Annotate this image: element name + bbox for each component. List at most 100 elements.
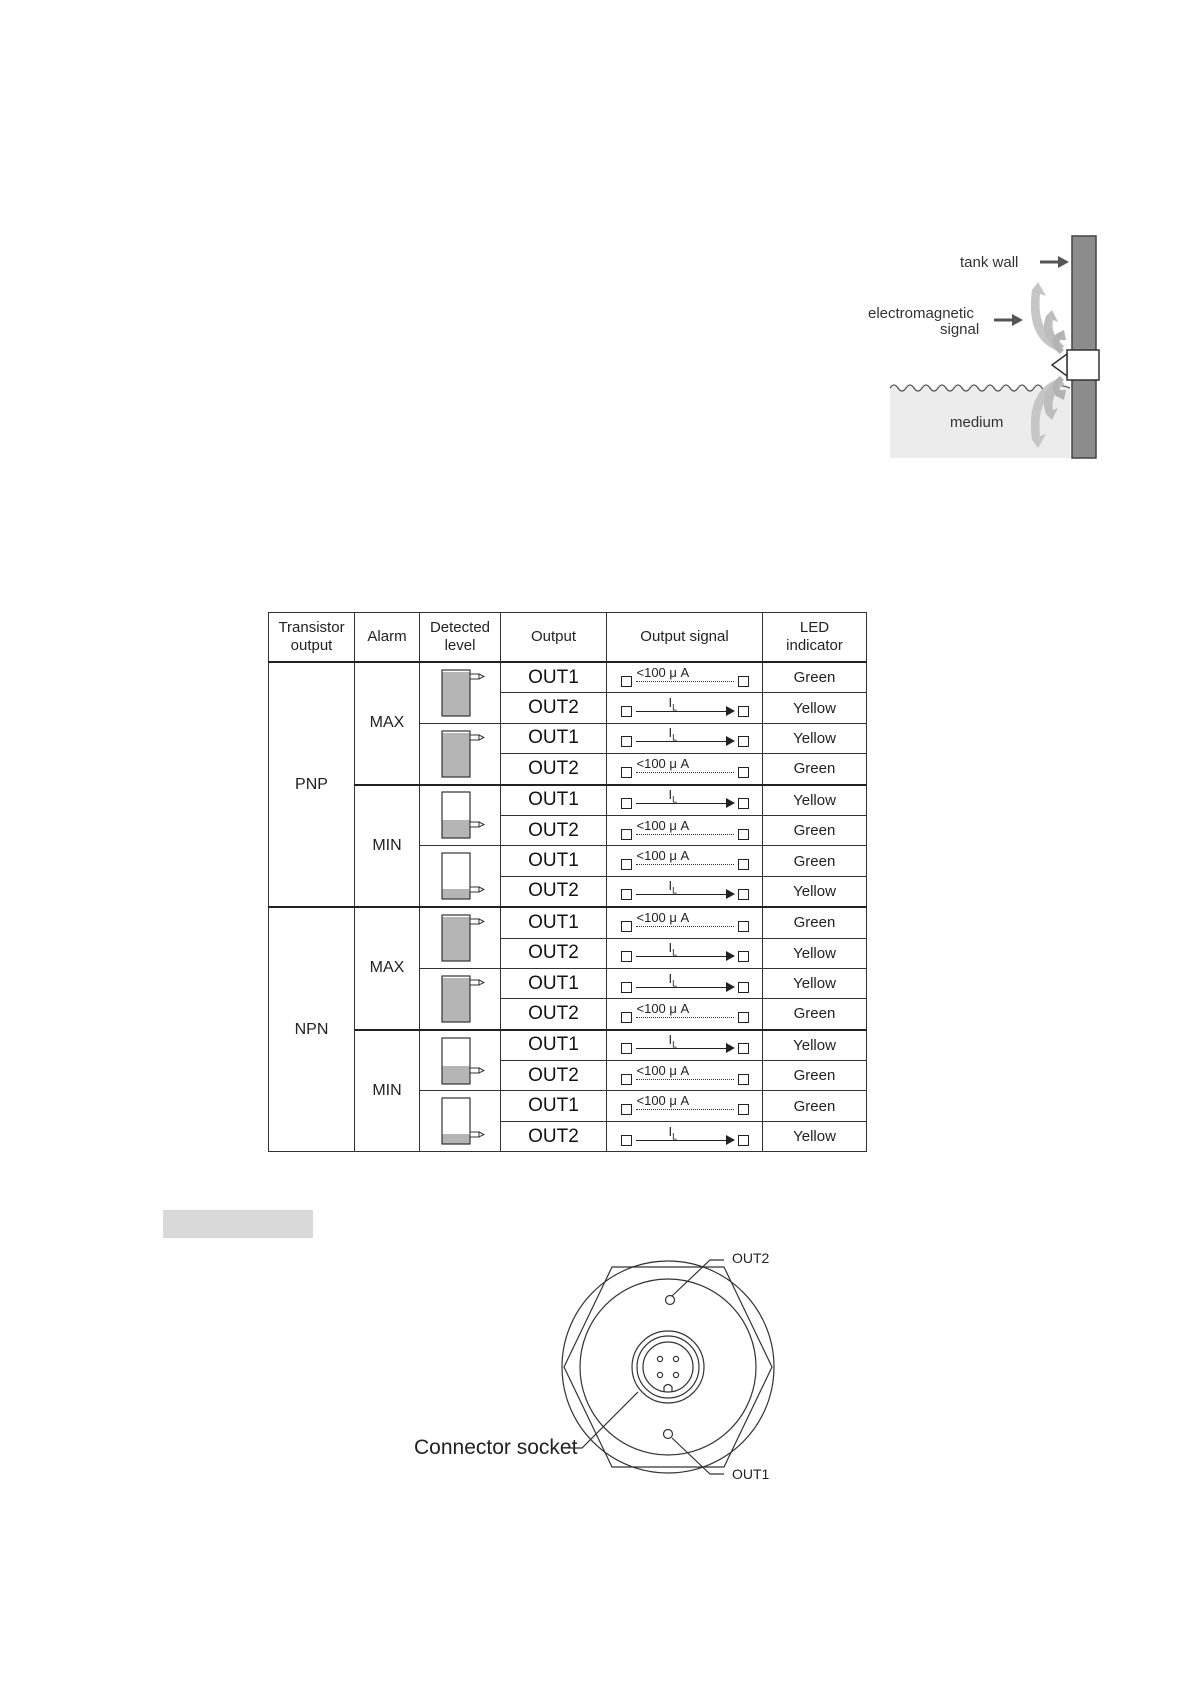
load-current-subscript: L — [672, 947, 678, 958]
dotted-line — [635, 833, 734, 835]
terminal-box — [737, 736, 749, 748]
load-current-signal: IL — [620, 695, 749, 720]
tank-wall-label: tank wall — [960, 254, 1019, 271]
output-signal-cell: <100 μ A — [606, 998, 763, 1031]
output-cell: OUT1 — [500, 1028, 607, 1062]
arrow-head-icon — [725, 798, 735, 809]
led-indicator-cell: Yellow — [762, 1028, 867, 1062]
led-indicator-cell: Yellow — [762, 783, 867, 816]
leakage-signal: <100 μ A — [620, 817, 749, 843]
load-current-symbol: I — [668, 1123, 673, 1139]
load-current-label: IL — [669, 788, 678, 807]
leakage-label: <100 μ A — [636, 755, 690, 771]
detected-level-cell — [419, 1028, 501, 1092]
leakage-signal: <100 μ A — [620, 1062, 749, 1088]
dotted-line — [635, 771, 734, 773]
leakage-label: <100 μ A — [636, 1062, 690, 1078]
led-indicator-cell: Green — [762, 661, 867, 694]
out2-label: OUT2 — [732, 1250, 770, 1266]
terminal-box — [620, 1104, 632, 1116]
current-line — [635, 803, 727, 805]
output-cell: OUT2 — [500, 875, 607, 908]
terminal-box — [620, 736, 632, 748]
terminal-box — [737, 675, 749, 687]
output-signal-cell: IL — [606, 875, 763, 908]
header-detected-line2: level — [444, 637, 476, 654]
terminal-box — [620, 1134, 632, 1146]
terminal-box — [620, 798, 632, 810]
leakage-label: <100 μ A — [636, 848, 690, 864]
terminal-box — [737, 859, 749, 871]
header-output-signal: Output signal — [606, 612, 763, 663]
level-high-icon — [441, 669, 486, 717]
terminal-box — [737, 1043, 749, 1055]
terminal-box — [737, 1073, 749, 1085]
arrow-head-icon — [725, 736, 735, 747]
output-cell: OUT2 — [500, 692, 607, 724]
table-row: OUT2 IL Yellow — [269, 937, 867, 969]
level-high-icon — [441, 730, 486, 778]
load-current-subscript: L — [672, 733, 678, 744]
load-current-signal: IL — [620, 725, 749, 750]
output-signal-cell: <100 μ A — [606, 845, 763, 877]
terminal-box — [737, 1134, 749, 1146]
current-line — [635, 1139, 727, 1141]
dotted-line — [635, 1109, 734, 1111]
led-indicator-cell: Yellow — [762, 967, 867, 1000]
dotted-line — [635, 680, 734, 682]
alarm-cell: MIN — [354, 783, 420, 908]
current-line — [635, 956, 727, 958]
output-cell: OUT2 — [500, 1120, 607, 1153]
level-low-icon — [441, 1097, 486, 1145]
led-indicator-cell: Green — [762, 814, 867, 847]
load-current-signal: IL — [620, 878, 749, 903]
led-indicator-cell: Yellow — [762, 875, 867, 908]
leakage-label: <100 μ A — [636, 1093, 690, 1109]
load-current-symbol: I — [668, 725, 673, 741]
output-signal-cell: <100 μ A — [606, 753, 763, 786]
alarm-cell: MAX — [354, 661, 420, 786]
load-current-symbol: I — [668, 940, 673, 956]
dotted-line — [635, 864, 734, 866]
led-indicator-cell: Green — [762, 845, 867, 877]
output-signal-cell: <100 μ A — [606, 661, 763, 694]
output-cell: OUT2 — [500, 814, 607, 847]
header-led-line1: LED — [799, 619, 830, 636]
led-indicator-cell: Yellow — [762, 937, 867, 969]
connector-front-view: OUT2 OUT1 — [560, 1250, 840, 1492]
led-indicator-cell: Yellow — [762, 692, 867, 724]
current-line — [635, 986, 727, 988]
current-line — [635, 711, 727, 713]
load-current-signal: IL — [620, 788, 749, 812]
output-cell: OUT2 — [500, 937, 607, 969]
load-current-subscript: L — [672, 794, 678, 805]
output-cell: OUT2 — [500, 753, 607, 786]
out1-label: OUT1 — [732, 1466, 770, 1482]
load-current-label: IL — [669, 1033, 678, 1052]
arrow-head-icon — [725, 1134, 735, 1145]
header-transistor-line2: output — [290, 637, 333, 654]
load-current-symbol: I — [668, 878, 673, 894]
terminal-box — [620, 828, 632, 840]
leakage-label: <100 μ A — [636, 817, 690, 833]
header-detected-line1: Detected — [429, 619, 491, 636]
output-cell: OUT1 — [500, 906, 607, 939]
load-current-symbol: I — [668, 695, 673, 711]
dotted-line — [635, 925, 734, 927]
output-cell: OUT1 — [500, 783, 607, 816]
leakage-label: <100 μ A — [636, 664, 690, 680]
terminal-box — [620, 920, 632, 932]
current-line — [635, 1048, 727, 1050]
terminal-box — [620, 766, 632, 778]
